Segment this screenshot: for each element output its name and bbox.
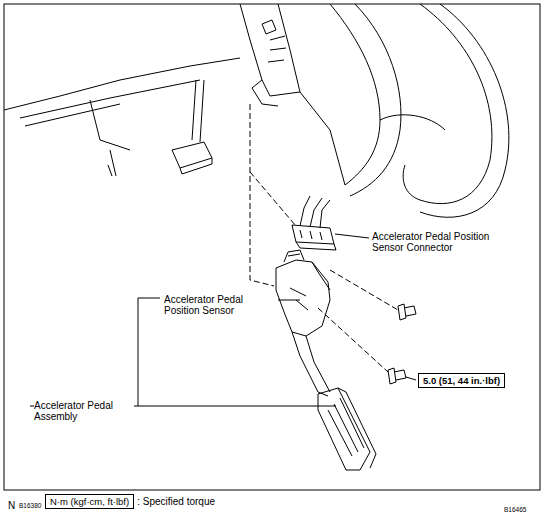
- bolt: [388, 368, 406, 384]
- steering-wheel-rim: [420, 4, 509, 217]
- box-text: 5.0 (51, 44 in.·lbf): [423, 375, 500, 386]
- box-text: N·m (kgf·cm, ft·lbf): [50, 496, 129, 507]
- part-label: N: [8, 500, 15, 511]
- assembly-line: [318, 270, 398, 372]
- part-label: Accelerator Pedal Position Sensor Connec…: [372, 231, 512, 253]
- dashboard-panel: [20, 80, 200, 126]
- pedal-pad: [318, 388, 376, 470]
- leader-bracket: [30, 298, 160, 406]
- part-label: : Specified torque: [137, 496, 215, 507]
- floor: [108, 150, 116, 176]
- unit-box: N·m (kgf·cm, ft·lbf): [45, 494, 134, 509]
- brake-pedal-arm: [192, 80, 204, 142]
- assembly-line: [250, 172, 296, 226]
- connector-wire: [300, 196, 330, 228]
- connector-ribs: [300, 230, 322, 240]
- sensor-connector: [292, 225, 336, 250]
- leader-line: [406, 377, 416, 380]
- steering-wheel-rim: [403, 4, 492, 204]
- pedal-arm: [292, 332, 330, 396]
- sensor-socket: [284, 250, 304, 262]
- kick-panel: [90, 100, 130, 150]
- pedal-position-sensor: [276, 260, 330, 336]
- leader-line: [278, 300, 300, 301]
- part-label: B16465: [504, 506, 526, 513]
- leader-line: [138, 406, 336, 407]
- switch: [262, 20, 285, 40]
- leader-line: [335, 234, 369, 238]
- part-label: Accelerator Pedal Assembly: [34, 400, 134, 422]
- frame: [4, 4, 540, 490]
- wheel-spoke: [300, 92, 445, 185]
- part-label: B16380: [19, 502, 41, 509]
- steering-wheel: [350, 4, 401, 196]
- column-cover: [252, 48, 286, 106]
- dashboard-edge: [4, 58, 240, 110]
- pedal-pad-ribs: [328, 398, 364, 456]
- assembly-line: [250, 104, 274, 286]
- torque-box: 5.0 (51, 44 in.·lbf): [418, 373, 505, 388]
- sensor-detail: [290, 262, 330, 310]
- part-label: Accelerator Pedal Position Sensor: [164, 294, 276, 316]
- bolt: [398, 304, 416, 320]
- brake-pedal-pad: [172, 142, 212, 174]
